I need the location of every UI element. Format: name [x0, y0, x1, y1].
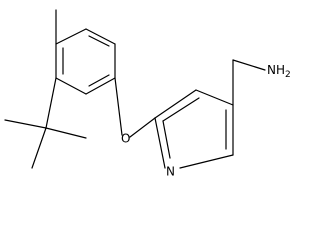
bond [31, 127, 47, 169]
chemical-structure-diagram: O N NH2 [4, 9, 291, 179]
bond [154, 117, 166, 169]
bond [179, 154, 234, 169]
bond [85, 77, 116, 95]
double-bond-inner [88, 35, 110, 47]
tert-butyl-group [4, 77, 87, 169]
bond [4, 119, 47, 129]
amine-subscript: 2 [285, 70, 291, 80]
oxygen-label: O [121, 132, 130, 146]
bond [45, 127, 87, 139]
bond [45, 77, 57, 129]
bond [154, 89, 197, 119]
amine-text: NH [267, 63, 285, 77]
nitrogen-label: N [166, 165, 175, 179]
bond [55, 77, 87, 95]
double-bond-inner [162, 120, 171, 159]
benzene-ring [55, 28, 116, 95]
ether-bond [129, 117, 156, 138]
ether-bond [114, 77, 123, 136]
bond [55, 28, 87, 45]
amine-label: NH2 [267, 63, 291, 80]
double-bond-inner [88, 74, 110, 87]
pyridine-ring [154, 89, 234, 169]
aminomethyl-bond [232, 59, 266, 71]
double-bond-inner [162, 97, 200, 122]
bond [85, 28, 116, 45]
bond [195, 89, 234, 106]
